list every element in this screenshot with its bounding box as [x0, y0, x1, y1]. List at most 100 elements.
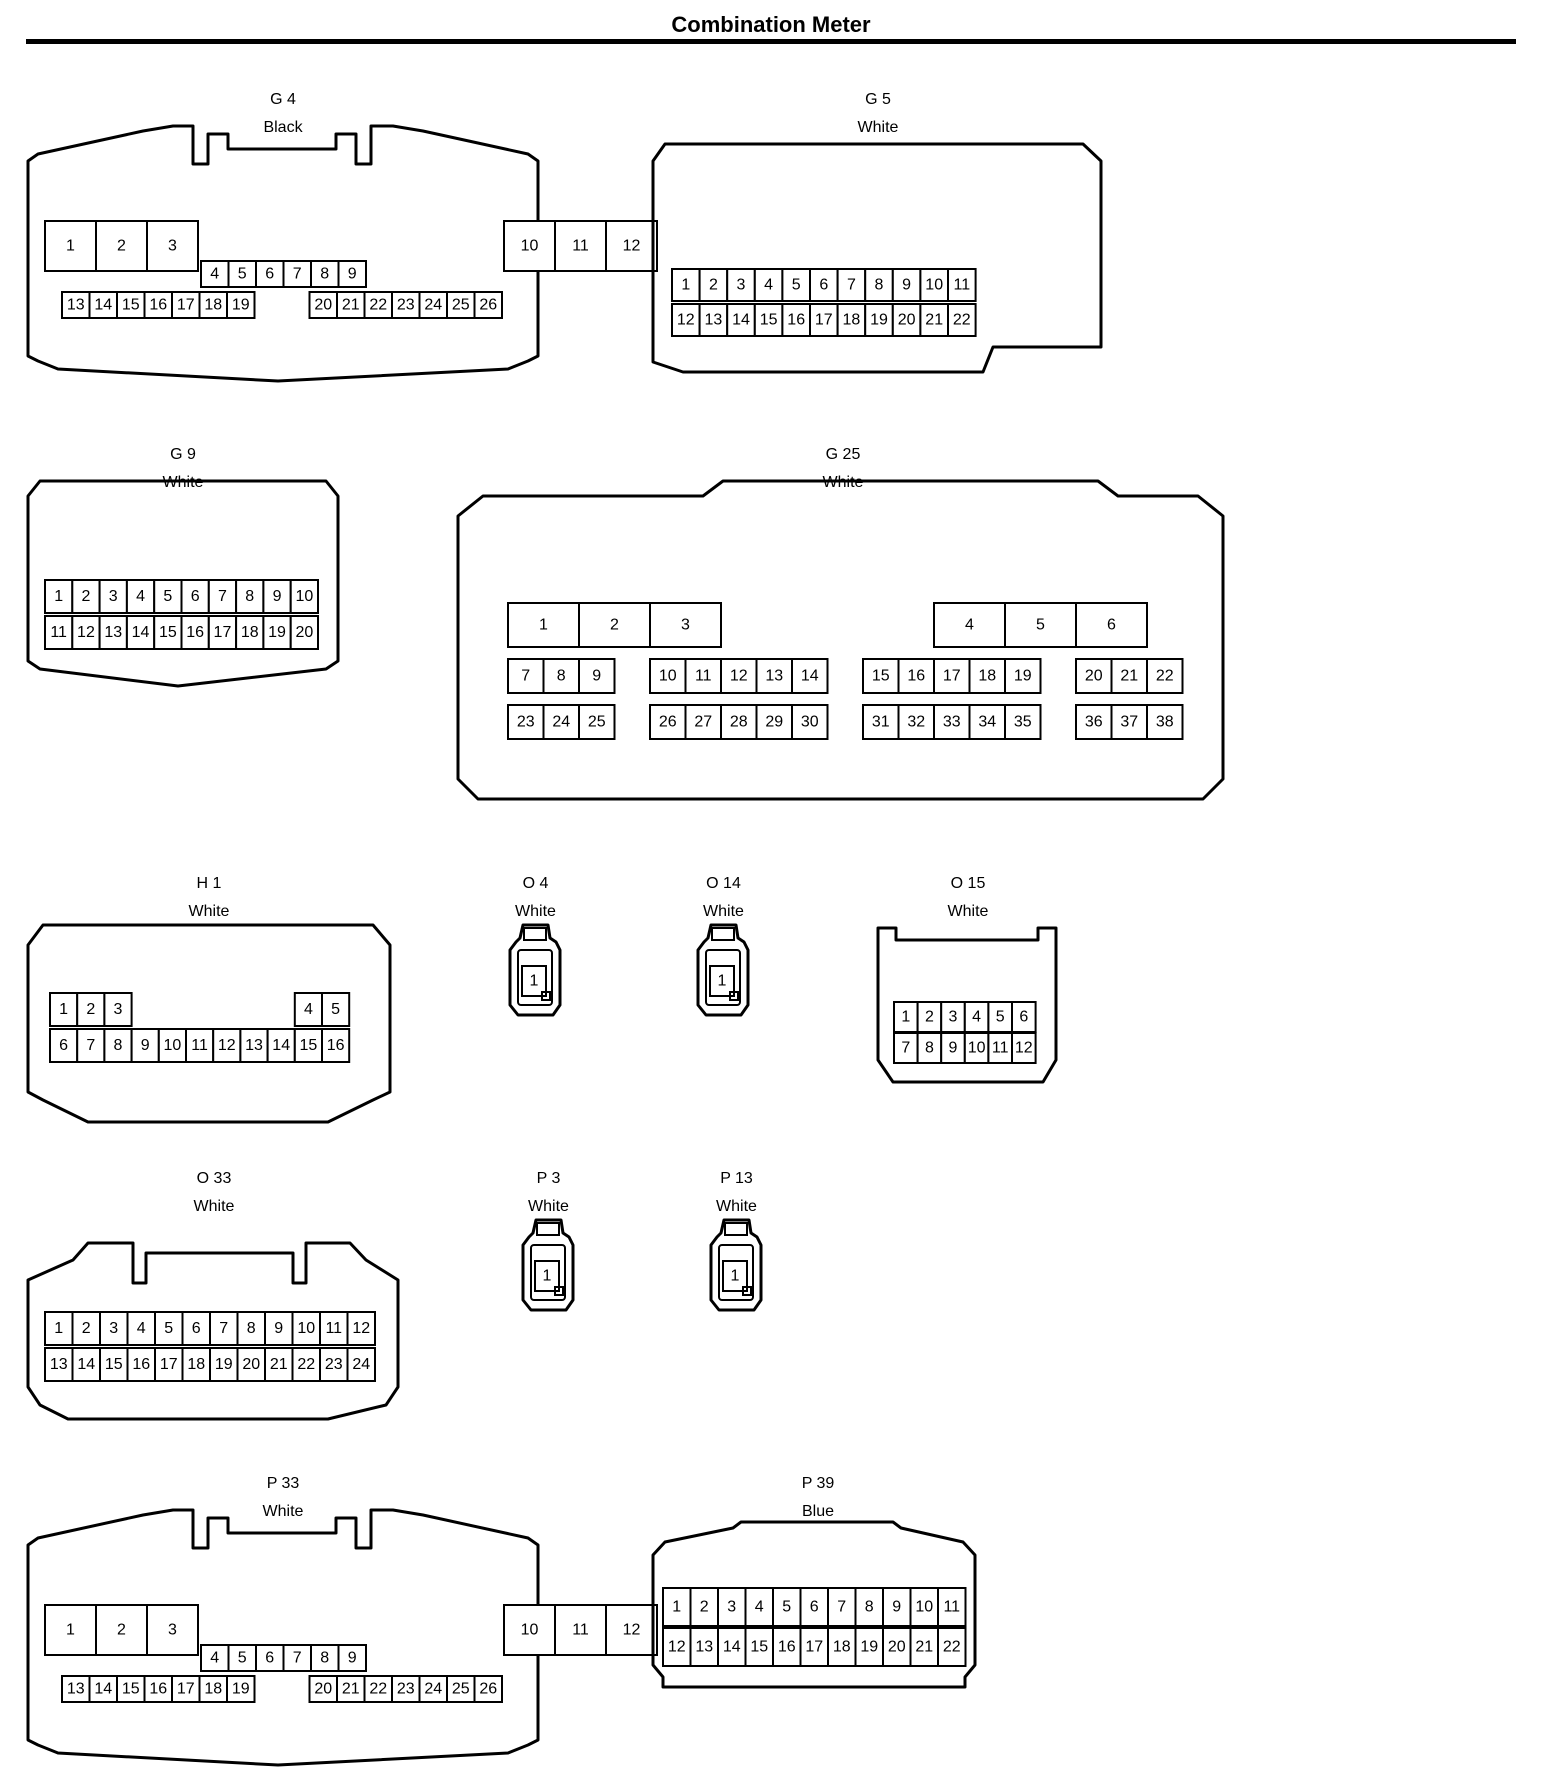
svg-text:5: 5	[782, 1599, 791, 1616]
svg-text:1: 1	[681, 277, 690, 294]
pin-13: 13	[755, 658, 793, 694]
connector-color: White	[515, 903, 556, 920]
pin-15: 15	[744, 1627, 774, 1667]
svg-text:15: 15	[105, 1356, 123, 1373]
svg-text:7: 7	[847, 277, 856, 294]
pin-24: 24	[346, 1347, 376, 1382]
pin-4: 4	[200, 1644, 230, 1672]
svg-text:18: 18	[204, 297, 222, 314]
pin-19: 19	[1004, 658, 1042, 694]
pin-10: 10	[909, 1587, 939, 1627]
svg-text:18: 18	[241, 624, 259, 641]
svg-text:9: 9	[274, 1320, 283, 1337]
pin-27: 27	[684, 704, 722, 740]
pin-9: 9	[578, 658, 616, 694]
svg-text:15: 15	[122, 1681, 140, 1698]
svg-text:12: 12	[1015, 1040, 1033, 1057]
svg-text:13: 13	[67, 297, 85, 314]
svg-text:10: 10	[659, 668, 677, 685]
svg-text:3: 3	[727, 1599, 736, 1616]
pin-23: 23	[391, 291, 421, 319]
connector-cavity	[705, 949, 741, 1006]
pin-2: 2	[698, 268, 729, 302]
pin-7: 7	[507, 658, 545, 694]
pin-20: 20	[236, 1347, 266, 1382]
pin-3: 3	[98, 579, 128, 614]
svg-text:2: 2	[700, 1599, 709, 1616]
svg-text:8: 8	[114, 1037, 123, 1054]
pin-9: 9	[264, 1311, 294, 1346]
svg-text:26: 26	[659, 714, 677, 731]
connector-color: White	[703, 903, 744, 920]
svg-text:12: 12	[677, 312, 695, 329]
connector-code: O 14	[706, 875, 741, 892]
svg-text:22: 22	[943, 1639, 961, 1656]
svg-text:5: 5	[996, 1009, 1005, 1026]
svg-text:9: 9	[348, 266, 357, 283]
svg-text:38: 38	[1156, 714, 1174, 731]
pin-9: 9	[882, 1587, 912, 1627]
svg-text:1: 1	[718, 973, 727, 990]
svg-text:21: 21	[342, 1681, 360, 1698]
pin-2: 2	[916, 1001, 943, 1033]
svg-text:24: 24	[352, 1356, 370, 1373]
svg-text:16: 16	[787, 312, 805, 329]
pin-19: 19	[226, 291, 256, 319]
pin-8: 8	[854, 1587, 884, 1627]
svg-text:14: 14	[94, 297, 112, 314]
svg-text:8: 8	[557, 668, 566, 685]
svg-text:17: 17	[177, 1681, 195, 1698]
pin-17: 17	[207, 615, 238, 650]
svg-text:18: 18	[204, 1681, 222, 1698]
svg-text:35: 35	[1014, 714, 1032, 731]
pin-5: 5	[154, 1311, 184, 1346]
pin-1: 1	[662, 1587, 692, 1627]
svg-text:10: 10	[915, 1599, 933, 1616]
pin-37: 37	[1110, 704, 1148, 740]
svg-text:7: 7	[219, 1320, 228, 1337]
svg-text:4: 4	[210, 1650, 219, 1667]
pin-11: 11	[554, 1604, 607, 1656]
svg-text:12: 12	[668, 1639, 686, 1656]
connector-housing	[709, 1218, 763, 1312]
svg-text:1: 1	[66, 1622, 75, 1639]
connector-color: White	[857, 119, 899, 136]
svg-text:7: 7	[293, 266, 302, 283]
pin-16: 16	[772, 1627, 802, 1667]
svg-text:28: 28	[730, 714, 748, 731]
connector-outline: 1	[709, 1218, 763, 1312]
pin-24: 24	[542, 704, 580, 740]
pin-3: 3	[146, 220, 199, 272]
svg-text:16: 16	[149, 297, 167, 314]
svg-text:14: 14	[732, 312, 750, 329]
pin-19: 19	[262, 615, 292, 650]
connector-color: Black	[263, 119, 303, 136]
svg-text:17: 17	[815, 312, 833, 329]
svg-text:20: 20	[295, 624, 313, 641]
svg-text:19: 19	[870, 312, 888, 329]
svg-text:36: 36	[1085, 714, 1103, 731]
pin-6: 6	[809, 268, 839, 302]
pin-5: 5	[227, 260, 257, 288]
svg-text:15: 15	[750, 1639, 768, 1656]
pin-12: 12	[605, 1604, 658, 1656]
svg-text:4: 4	[972, 1009, 981, 1026]
pin-10: 10	[291, 1311, 321, 1346]
svg-text:31: 31	[872, 714, 890, 731]
svg-text:2: 2	[610, 617, 619, 634]
svg-text:23: 23	[397, 1681, 415, 1698]
pin-13: 13	[61, 1675, 91, 1703]
connector-housing	[521, 1218, 575, 1312]
page-title: Combination Meter	[671, 12, 871, 37]
svg-text:11: 11	[943, 1599, 960, 1616]
pin-10: 10	[289, 579, 320, 614]
pin-15: 15	[153, 615, 183, 650]
pin-13: 13	[98, 615, 128, 650]
svg-text:16: 16	[778, 1639, 796, 1656]
pin-20: 20	[289, 615, 320, 650]
pin-22: 22	[937, 1627, 967, 1667]
connector-outline: 1	[521, 1218, 575, 1312]
